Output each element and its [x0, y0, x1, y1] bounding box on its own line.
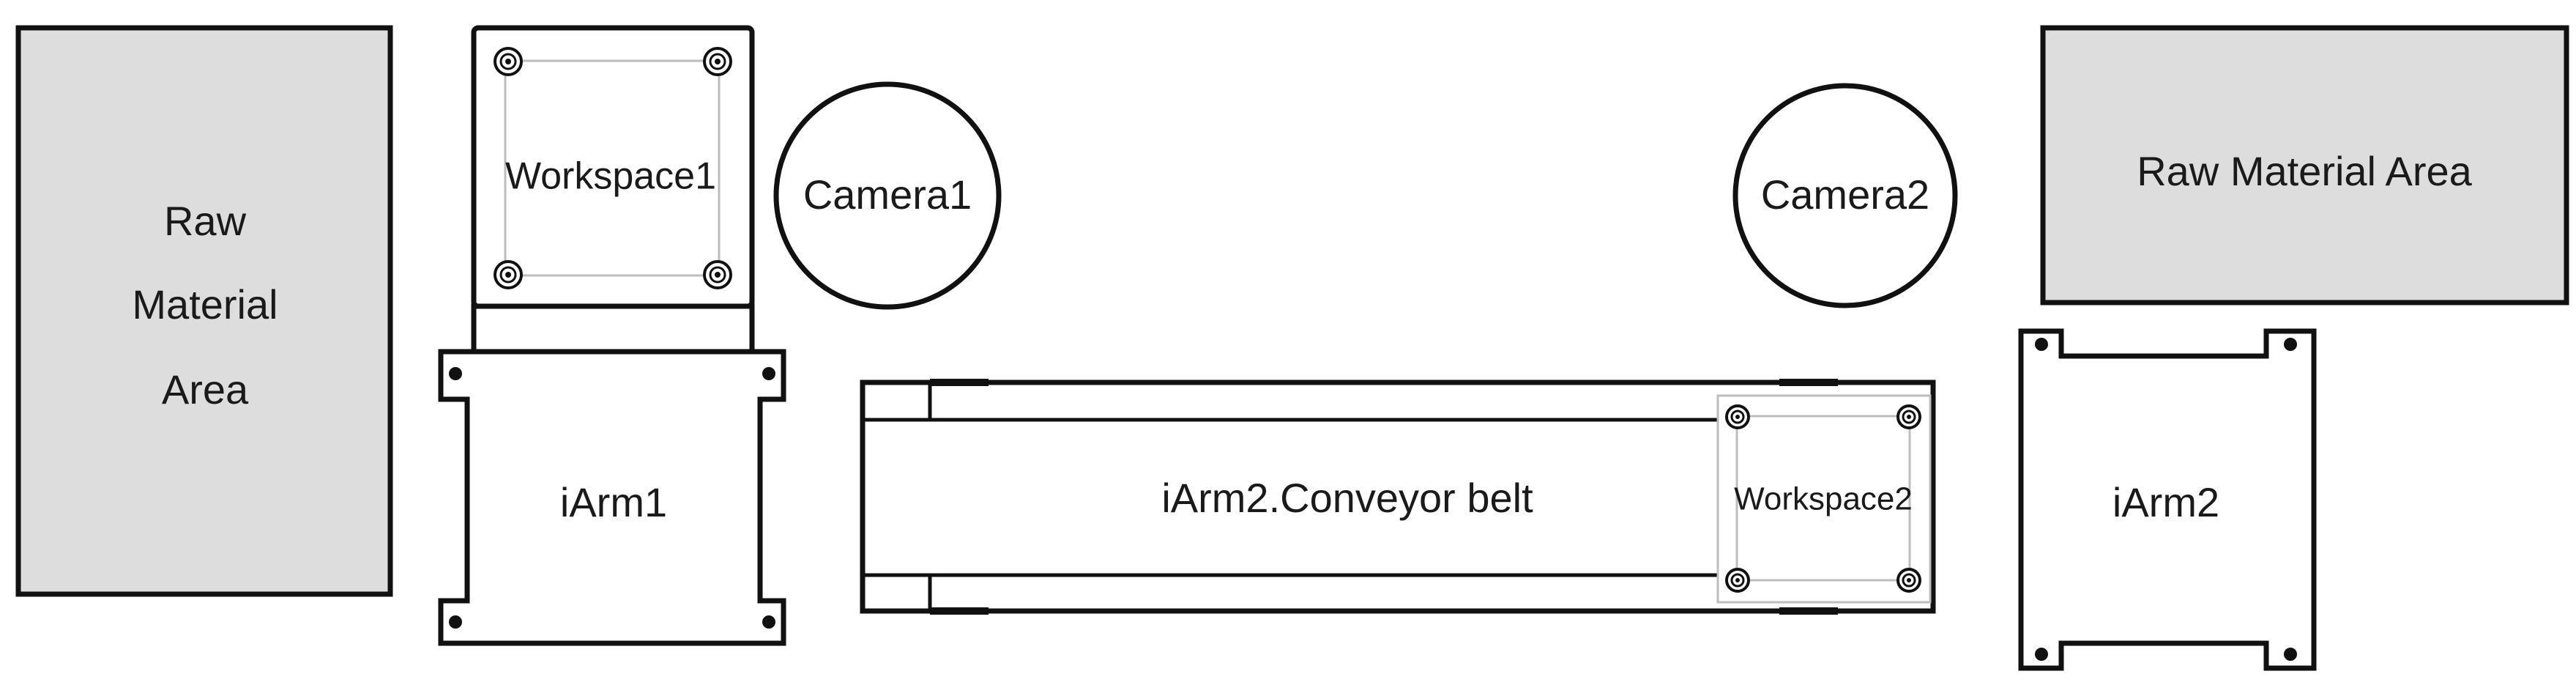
raw-material-left-line-2: Material	[132, 281, 278, 327]
mount-hole-icon	[2035, 338, 2048, 351]
camera2: Camera2	[1732, 83, 1958, 308]
mount-hole-icon	[2284, 338, 2297, 351]
mount-hole-icon	[762, 615, 775, 629]
screw-icon	[494, 47, 523, 76]
screw-icon	[1725, 568, 1750, 593]
camera1-label: Camera1	[803, 171, 972, 218]
screw-icon	[1896, 404, 1921, 429]
iarm2-base: iArm2	[2018, 328, 2317, 671]
screw-icon	[1896, 568, 1921, 593]
mount-hole-icon	[449, 615, 462, 629]
iarm1-body	[438, 349, 786, 646]
mount-hole-icon	[2035, 648, 2048, 661]
conveyor-label: iArm2.Conveyor belt	[1161, 475, 1533, 521]
raw-material-area-right-box	[2040, 25, 2569, 306]
iarm1-base: iArm1	[438, 303, 786, 646]
screw-icon	[1725, 404, 1750, 429]
raw-material-left-line-1: Raw	[164, 198, 247, 244]
screw-icon	[703, 260, 732, 289]
screw-icon	[703, 47, 732, 76]
iarm2-label: iArm2	[2112, 479, 2219, 525]
raw-material-left-line-3: Area	[162, 366, 249, 412]
workspace1-label: Workspace1	[505, 155, 716, 198]
workspace2-plate	[1716, 394, 1932, 604]
conveyor-bracket	[930, 607, 989, 615]
raw-material-area-right: Raw Material Area	[2040, 25, 2569, 306]
iarm1-label: iArm1	[560, 479, 667, 525]
workspace1: Workspace1	[471, 25, 755, 309]
raw-material-area-left: Raw Material Area	[15, 25, 393, 597]
workspace2: Workspace2	[1716, 394, 1932, 604]
mount-hole-icon	[762, 367, 775, 380]
iarm1-neck	[471, 303, 755, 355]
camera1-circle	[773, 81, 1002, 310]
mount-hole-icon	[449, 367, 462, 380]
conveyor-bracket	[1779, 607, 1838, 615]
raw-material-right-label: Raw Material Area	[2137, 148, 2472, 194]
screw-icon	[494, 260, 523, 289]
workspace2-grid	[1735, 415, 1911, 582]
camera2-circle	[1732, 83, 1958, 308]
conveyor-bracket	[1779, 379, 1838, 386]
raw-material-area-left-box	[15, 25, 393, 597]
workspace2-label: Workspace2	[1734, 481, 1913, 517]
conveyor-bracket	[930, 379, 989, 386]
camera1: Camera1	[773, 81, 1002, 310]
iarm2-body	[2018, 328, 2317, 671]
workspace1-grid	[504, 59, 721, 277]
camera2-label: Camera2	[1761, 171, 1929, 218]
mount-hole-icon	[2284, 648, 2297, 661]
